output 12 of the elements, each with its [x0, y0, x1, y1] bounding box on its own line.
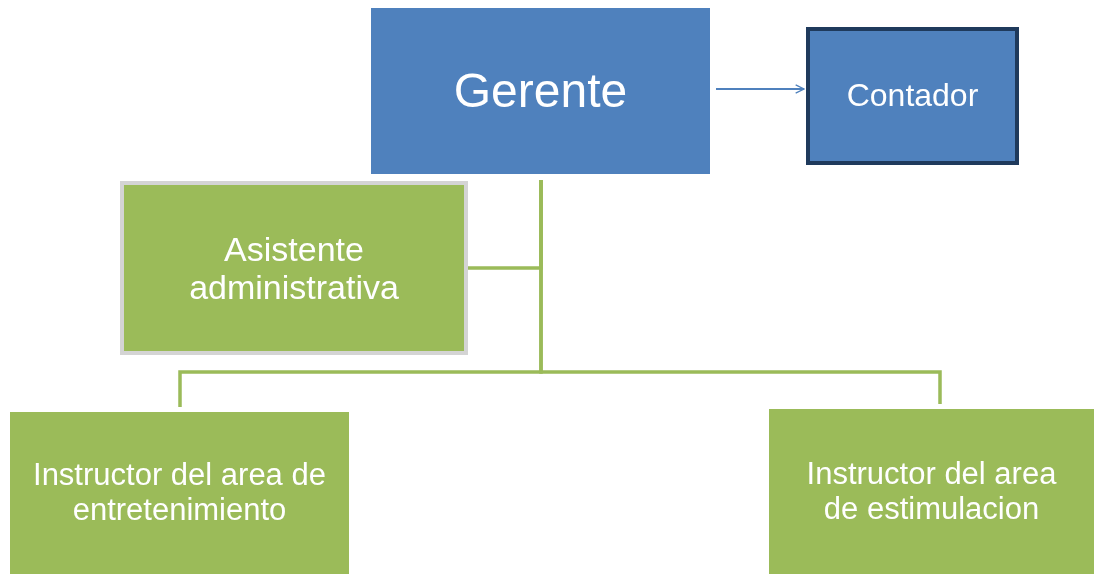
node-label: Contador: [845, 78, 980, 114]
connector-line: [539, 180, 942, 404]
accountant-box: [806, 27, 1019, 165]
instructor-box: [10, 412, 349, 574]
node-label: Gerente: [452, 64, 629, 118]
manager-box: [371, 8, 710, 174]
node-label: Instructor del area de estimulacion: [805, 456, 1058, 527]
arrow: [715, 84, 805, 94]
node-label: Asistente administrativa: [188, 229, 400, 307]
assistant-box: [120, 181, 468, 355]
node-label: Instructor del area de entretenimiento: [32, 458, 327, 528]
instructor-box: [769, 409, 1094, 574]
